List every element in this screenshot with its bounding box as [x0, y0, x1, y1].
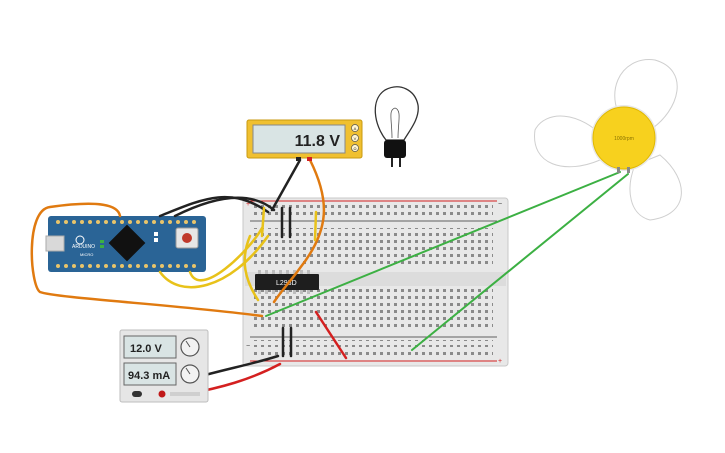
wire-yellow-3	[243, 234, 260, 302]
wire-yellow-5	[313, 210, 318, 242]
rail-plus-label: +	[246, 201, 250, 208]
wire-yellow-4	[260, 206, 266, 238]
arduino-micro[interactable]: ARDUINO MICRO	[45, 216, 206, 272]
l293d-chip[interactable]: L293D	[255, 270, 319, 294]
multimeter-reading: 11.8 V	[295, 133, 341, 150]
wire-orange-loop	[30, 202, 264, 318]
rail-minus-label: −	[246, 343, 250, 350]
wire-red-breadboard	[314, 310, 348, 360]
mode-a-knob[interactable]	[351, 124, 359, 132]
supply-current-reading: 94.3 mA	[128, 370, 170, 382]
probe-red[interactable]	[307, 157, 312, 161]
dc-motor[interactable]: 1000rpm	[591, 105, 657, 173]
rail-plus-label-right: +	[498, 358, 502, 365]
wire-black-2	[173, 196, 276, 218]
light-bulb[interactable]	[374, 86, 419, 167]
wires[interactable]	[30, 158, 629, 396]
mode-v-knob[interactable]	[351, 134, 359, 142]
power-supply[interactable]: 12.0 V 94.3 mA	[119, 329, 209, 403]
wire-green-2	[411, 173, 629, 351]
chip-label: L293D	[276, 280, 297, 287]
wire-yellow-2	[158, 234, 270, 289]
usb-port	[45, 235, 65, 252]
breadboard[interactable]: + − − +	[242, 197, 509, 367]
wire-black-meter	[270, 158, 302, 212]
rail-minus-label-right: −	[498, 201, 502, 208]
probe-black[interactable]	[296, 157, 301, 161]
wire-green-1	[265, 171, 621, 317]
positive-terminal[interactable]	[158, 390, 166, 398]
mode-v-label: V	[354, 136, 357, 141]
mode-ohm-label: Ω	[354, 146, 357, 151]
mode-ohm-knob[interactable]	[351, 144, 359, 152]
supply-voltage-reading: 12.0 V	[130, 343, 162, 355]
multimeter[interactable]: 11.8 V A V Ω	[246, 119, 363, 161]
wire-orange-meter	[272, 158, 326, 304]
mode-a-label: A	[354, 126, 357, 131]
arduino-model: MICRO	[80, 252, 93, 257]
motor-label: 1000rpm	[614, 136, 634, 142]
mcu-chip	[108, 224, 146, 262]
arduino-brand: ARDUINO	[72, 244, 95, 250]
wire-yellow-1	[188, 226, 264, 282]
wire-black-1	[158, 195, 270, 218]
negative-terminal[interactable]	[132, 391, 142, 397]
